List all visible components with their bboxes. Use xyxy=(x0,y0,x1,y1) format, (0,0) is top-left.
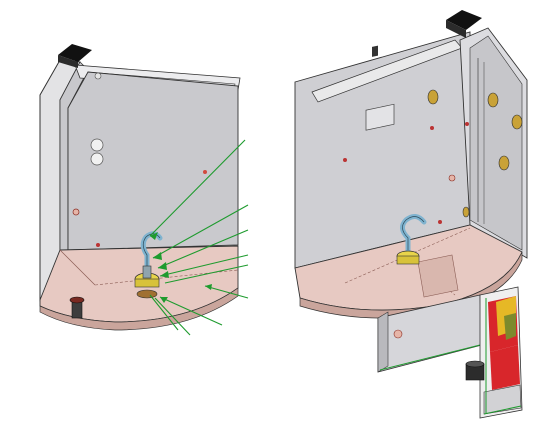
left-hook-stud xyxy=(142,265,152,279)
right-gold-bolt xyxy=(427,89,439,105)
left-assembly xyxy=(39,44,249,336)
left-panel-screw xyxy=(94,72,102,80)
leader-arrowhead xyxy=(150,232,158,240)
right-gold-bolt xyxy=(511,114,523,130)
leader-line xyxy=(152,204,249,259)
right-device-green xyxy=(504,313,516,340)
right-hook-outline xyxy=(402,216,425,250)
right-panel-screw xyxy=(465,122,469,126)
right-panel-screw xyxy=(343,158,347,162)
left-floor-seam xyxy=(59,249,96,286)
leader-line xyxy=(164,264,249,284)
right-device-red-lower xyxy=(490,345,520,390)
left-panel-screw xyxy=(203,170,207,174)
leader-lines xyxy=(149,139,249,336)
leader-line xyxy=(149,294,179,331)
right-floor-block xyxy=(417,254,459,298)
leader-line xyxy=(204,285,249,299)
left-black-cap-side xyxy=(58,55,78,68)
right-gold-bolt xyxy=(462,206,470,218)
right-bracket-edge xyxy=(379,344,481,371)
left-panel-screw xyxy=(96,243,100,247)
left-panel-hole xyxy=(90,138,104,152)
right-bracket-hole xyxy=(393,329,403,339)
right-assembly xyxy=(294,10,528,419)
left-panel-hole xyxy=(90,152,104,166)
leader-arrowhead xyxy=(160,297,168,303)
leader-line xyxy=(159,296,223,326)
leader-arrowhead xyxy=(153,252,162,260)
leader-line xyxy=(149,139,246,237)
right-floor-seam xyxy=(344,227,471,284)
right-panel-screw xyxy=(430,126,434,130)
left-floor-edge xyxy=(39,287,239,331)
right-device-green-edge xyxy=(483,405,522,415)
left-panel-screw xyxy=(72,208,80,216)
right-switch-plate xyxy=(365,103,395,131)
left-bottom-bolt-head xyxy=(69,296,85,304)
right-device-lower-panel xyxy=(483,384,522,415)
right-panel-screw xyxy=(438,220,442,224)
leader-arrowhead xyxy=(160,271,169,278)
right-bracket-flange xyxy=(377,311,389,373)
left-back-panel xyxy=(67,71,239,251)
leader-line xyxy=(159,254,249,277)
right-hook-nut-body xyxy=(396,255,420,265)
right-gold-bolt xyxy=(498,155,510,171)
left-floor-seam xyxy=(94,269,239,286)
right-black-cap-side xyxy=(446,20,466,38)
left-hook-washer xyxy=(136,289,158,299)
left-hook-nut-body xyxy=(134,278,160,288)
right-panel-screw xyxy=(448,174,456,182)
leader-arrowheads xyxy=(150,232,212,303)
right-side-inner xyxy=(469,35,523,251)
leader-arrowhead xyxy=(205,284,212,290)
right-black-cap xyxy=(446,10,482,30)
leader-line xyxy=(157,229,249,269)
left-black-cap xyxy=(58,44,92,62)
right-gold-bolt xyxy=(487,92,499,108)
right-device-knob-face xyxy=(465,360,485,368)
leader-arrowhead xyxy=(158,262,167,270)
leader-line xyxy=(154,297,191,336)
right-switch xyxy=(372,45,378,57)
